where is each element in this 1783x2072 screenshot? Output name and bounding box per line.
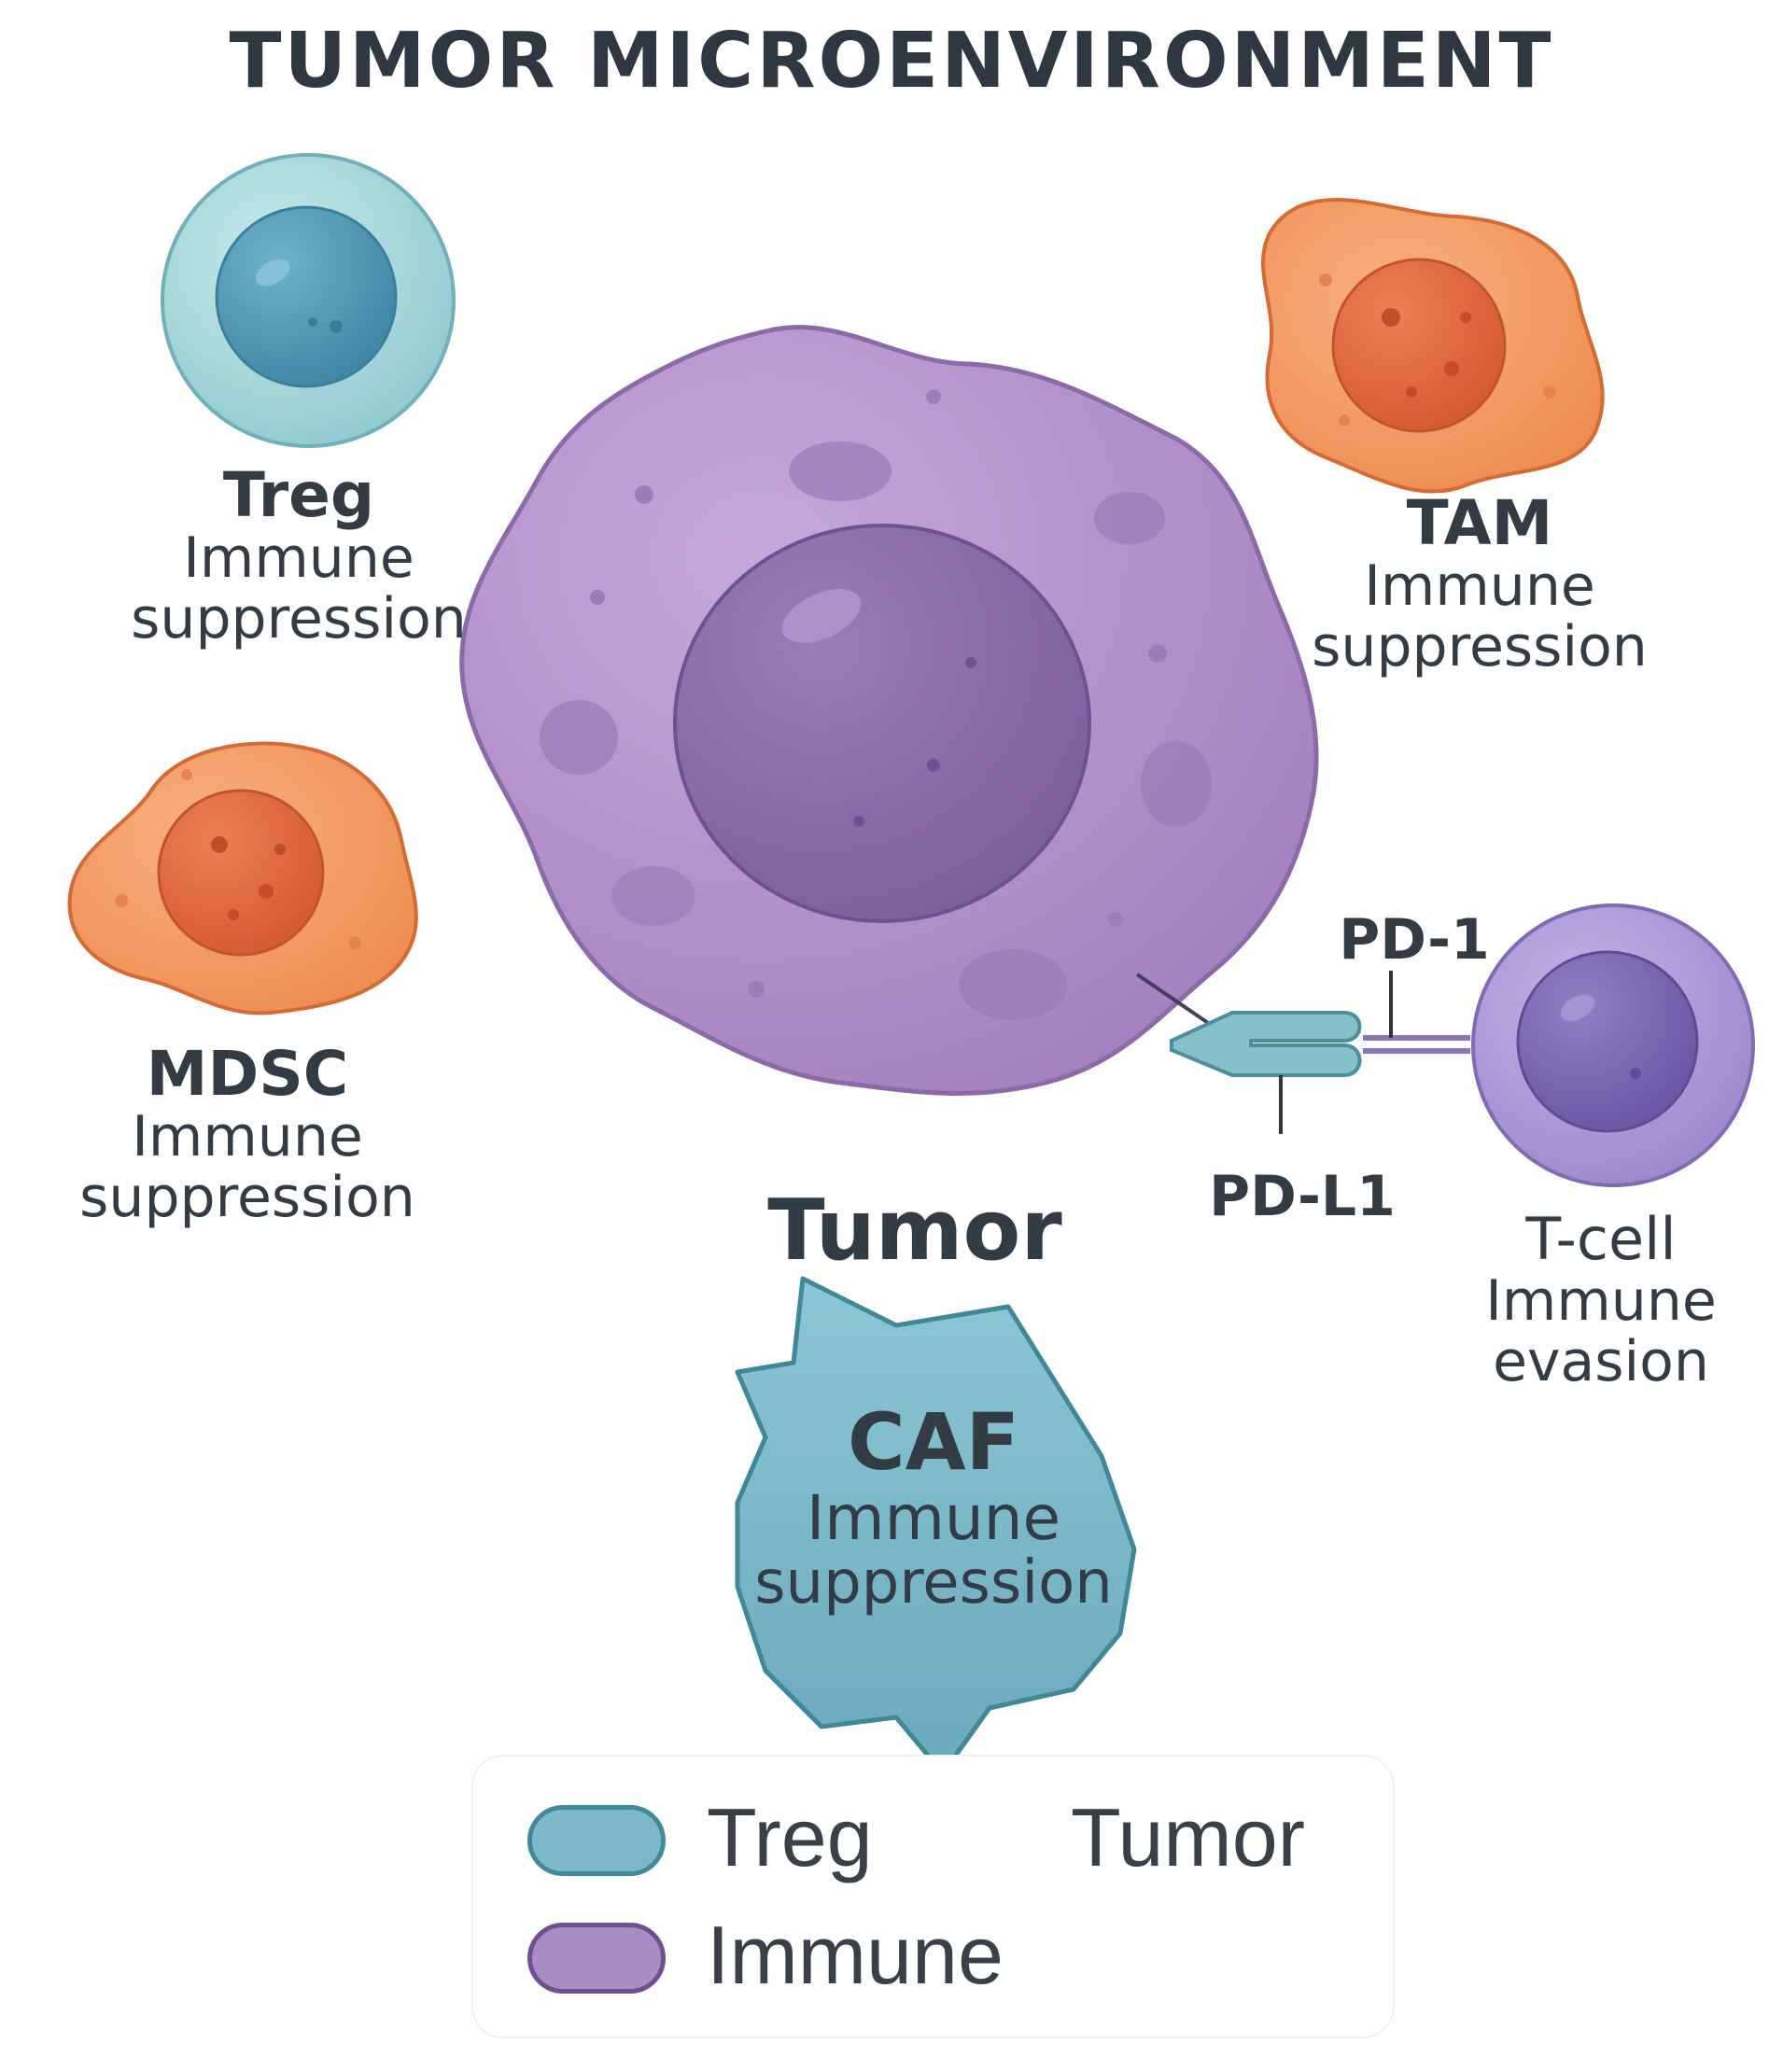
diagram-title: TUMOR MICROENVIRONMENT bbox=[229, 17, 1554, 105]
pd-l1-receptor bbox=[1170, 1011, 1362, 1077]
treg-cell bbox=[161, 153, 456, 448]
tam-desc-1: Immune bbox=[1364, 553, 1595, 620]
tumor-name: Tumor bbox=[767, 1182, 1062, 1280]
tam-cell bbox=[1261, 198, 1605, 494]
mdsc-label: MDSC Immune suppression bbox=[37, 1041, 457, 1228]
caf-name: CAF bbox=[847, 1396, 1020, 1488]
pdl1-label: PD-L1 bbox=[1209, 1164, 1396, 1229]
pd1-pdl1-interaction bbox=[1135, 971, 1470, 1134]
legend-label-treg: Treg bbox=[707, 1791, 873, 1883]
treg-label: Treg Immune suppression bbox=[89, 462, 509, 650]
pd1-label: PD-1 bbox=[1339, 907, 1490, 973]
tcell-name: T-cell bbox=[1525, 1205, 1677, 1273]
tumor-connector-line bbox=[1135, 973, 1215, 1029]
mdsc-cell bbox=[67, 741, 418, 1015]
legend-label-tumor: Tumor bbox=[1071, 1791, 1305, 1883]
mdsc-desc-2: suppression bbox=[79, 1165, 415, 1231]
mdsc-name: MDSC bbox=[146, 1038, 349, 1110]
t-cell bbox=[1471, 903, 1755, 1187]
caf-desc-2: suppression bbox=[754, 1547, 1113, 1617]
legend-label-immune: Immune bbox=[707, 1909, 1004, 2001]
tumor-label: Tumor bbox=[728, 1185, 1102, 1276]
legend-swatch-immune bbox=[527, 1923, 666, 1994]
tcell-desc-1: Immune bbox=[1485, 1267, 1717, 1334]
tam-desc-2: suppression bbox=[1312, 614, 1648, 680]
tcell-desc-2: evasion bbox=[1493, 1328, 1709, 1394]
caf-label: CAF Immune suppression bbox=[728, 1400, 1139, 1616]
tumor-cell bbox=[459, 325, 1319, 1097]
caf-desc-1: Immune bbox=[806, 1481, 1061, 1554]
legend: Treg Tumor Immune bbox=[471, 1755, 1395, 2038]
tam-label: TAM Immune suppression bbox=[1265, 490, 1694, 678]
legend-swatch-treg bbox=[527, 1805, 666, 1876]
treg-desc-2: suppression bbox=[131, 586, 467, 652]
treg-name: Treg bbox=[222, 459, 375, 531]
tcell-label: T-cell Immune evasion bbox=[1442, 1205, 1760, 1394]
tam-name: TAM bbox=[1406, 487, 1553, 559]
treg-desc-1: Immune bbox=[183, 525, 414, 592]
mdsc-desc-1: Immune bbox=[132, 1104, 363, 1170]
